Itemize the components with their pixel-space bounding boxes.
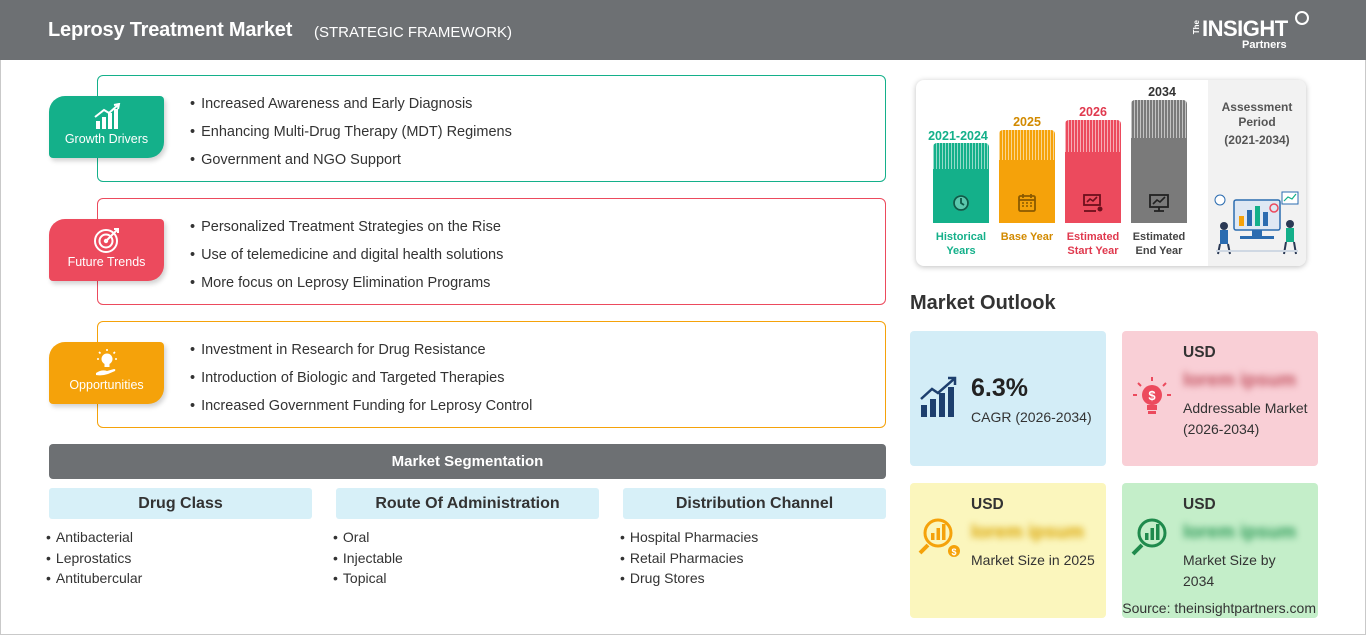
segment-item: Oral <box>333 527 599 548</box>
segment-drug-class: Drug Class Antibacterial Leprostatics An… <box>49 488 312 589</box>
segment-item: Antitubercular <box>46 568 312 589</box>
growth-drivers-list: Increased Awareness and Early Diagnosis … <box>190 94 512 178</box>
analytics-people-icon <box>1214 191 1299 255</box>
logo-insight: INSIGHT <box>1202 16 1288 41</box>
logo-partners: Partners <box>1242 39 1287 51</box>
size-2025-value: lorem ipsum <box>971 522 1084 543</box>
bar-chart-icon <box>93 103 120 129</box>
segment-item: Hospital Pharmacies <box>620 527 886 548</box>
logo-the: The <box>1192 20 1201 35</box>
size-2034-value: lorem ipsum <box>1183 522 1296 543</box>
year-label-historical: 2021-2024 <box>928 129 988 143</box>
caption-start: Estimated Start Year <box>1066 231 1120 257</box>
list-item: Introduction of Biologic and Targeted Th… <box>190 368 532 396</box>
list-item: Increased Awareness and Early Diagnosis <box>190 94 512 122</box>
year-label-end: 2034 <box>1148 85 1176 99</box>
market-size-2025-tile: $ USD lorem ipsum Market Size in 2025 <box>910 483 1106 618</box>
list-item: More focus on Leprosy Elimination Progra… <box>190 273 503 301</box>
page-subtitle: (STRATEGIC FRAMEWORK) <box>314 24 513 41</box>
growth-drivers-card: Increased Awareness and Early Diagnosis … <box>97 75 886 182</box>
cagr-label: CAGR (2026-2034) <box>971 409 1092 425</box>
magnifier-chart-icon: $ <box>918 518 960 557</box>
svg-text:$: $ <box>1148 388 1156 403</box>
bar-base <box>999 130 1055 223</box>
assessment-period-range: (2021-2034) <box>1224 133 1290 147</box>
opportunities-label: Opportunities <box>69 378 144 392</box>
segment-heading: Route Of Administration <box>336 488 599 519</box>
opportunities-list: Investment in Research for Drug Resistan… <box>190 340 532 424</box>
insight-partners-logo[interactable]: The INSIGHT Partners <box>1190 10 1310 54</box>
segment-item: Leprostatics <box>46 548 312 569</box>
magnifier-chart-icon <box>1131 518 1167 556</box>
addressable-label: Addressable Market (2026-2034) <box>1183 400 1308 437</box>
cagr-value: 6.3% <box>971 374 1028 402</box>
segment-item: Antibacterial <box>46 527 312 548</box>
market-segmentation-header: Market Segmentation <box>49 444 886 479</box>
size-2025-label: Market Size in 2025 <box>971 552 1095 568</box>
svg-text:$: $ <box>951 547 956 557</box>
bar-historical <box>933 143 989 223</box>
segment-heading: Distribution Channel <box>623 488 886 519</box>
future-trends-list: Personalized Treatment Strategies on the… <box>190 217 503 301</box>
bar-start <box>1065 120 1121 223</box>
segment-item: Topical <box>333 568 599 589</box>
list-item: Investment in Research for Drug Resistan… <box>190 340 532 368</box>
addressable-market-tile: $ USD lorem ipsum Addressable Market (20… <box>1122 331 1318 466</box>
growth-drivers-tag: Growth Drivers <box>49 96 164 158</box>
target-icon <box>93 228 119 253</box>
growth-drivers-label: Growth Drivers <box>64 132 149 146</box>
list-item: Enhancing Multi-Drug Therapy (MDT) Regim… <box>190 122 512 150</box>
segment-route-of-administration: Route Of Administration Oral Injectable … <box>336 488 599 589</box>
growth-chart-icon <box>920 376 957 417</box>
size-2034-usd: USD <box>1183 496 1216 513</box>
logo-ring-icon <box>1295 11 1309 25</box>
header-bar: Leprosy Treatment Market (STRATEGIC FRAM… <box>0 0 1366 60</box>
size-2034-label: Market Size by 2034 <box>1183 552 1276 589</box>
list-item: Use of telemedicine and digital health s… <box>190 245 503 273</box>
assessment-period-panel: Assessment Period (2021-2034) <box>1208 80 1306 266</box>
monitor-chart-icon <box>1149 194 1169 212</box>
future-trends-label: Future Trends <box>67 255 146 269</box>
opportunities-card: Investment in Research for Drug Resistan… <box>97 321 886 428</box>
segment-item: Injectable <box>333 548 599 569</box>
caption-historical: Historical Years <box>935 231 987 257</box>
list-item: Personalized Treatment Strategies on the… <box>190 217 503 245</box>
market-outlook-title: Market Outlook <box>910 292 1056 314</box>
list-item: Increased Government Funding for Leprosy… <box>190 396 532 424</box>
presentation-icon <box>1083 194 1103 212</box>
future-trends-tag: Future Trends <box>49 219 164 281</box>
segment-heading: Drug Class <box>49 488 312 519</box>
segment-item: Retail Pharmacies <box>620 548 886 569</box>
lightbulb-hand-icon <box>95 349 117 376</box>
addressable-usd: USD <box>1183 344 1216 361</box>
opportunities-tag: Opportunities <box>49 342 164 404</box>
future-trends-card: Personalized Treatment Strategies on the… <box>97 198 886 305</box>
segment-item: Drug Stores <box>620 568 886 589</box>
year-label-start: 2026 <box>1079 105 1107 119</box>
caption-base: Base Year <box>1000 231 1054 243</box>
source-link[interactable]: Source: theinsightpartners.com <box>1122 600 1316 616</box>
calendar-icon <box>1018 194 1036 212</box>
year-label-base: 2025 <box>1013 115 1041 129</box>
size-2025-usd: USD <box>971 496 1004 513</box>
history-icon <box>953 195 969 211</box>
page-title: Leprosy Treatment Market <box>48 19 293 41</box>
assessment-period-label: Assessment Period <box>1221 100 1293 129</box>
lightbulb-dollar-icon: $ <box>1133 377 1171 414</box>
market-size-2034-tile: USD lorem ipsum Market Size by 2034 <box>1122 483 1318 618</box>
caption-end: Estimated End Year <box>1132 231 1186 257</box>
cagr-tile: 6.3% CAGR (2026-2034) <box>910 331 1106 466</box>
addressable-value: lorem ipsum <box>1183 370 1296 391</box>
timeline-panel: 2021-2024 Historical Years 2025 Base Yea… <box>916 80 1306 266</box>
list-item: Government and NGO Support <box>190 150 512 178</box>
segment-distribution-channel: Distribution Channel Hospital Pharmacies… <box>623 488 886 589</box>
bar-end <box>1131 100 1187 223</box>
